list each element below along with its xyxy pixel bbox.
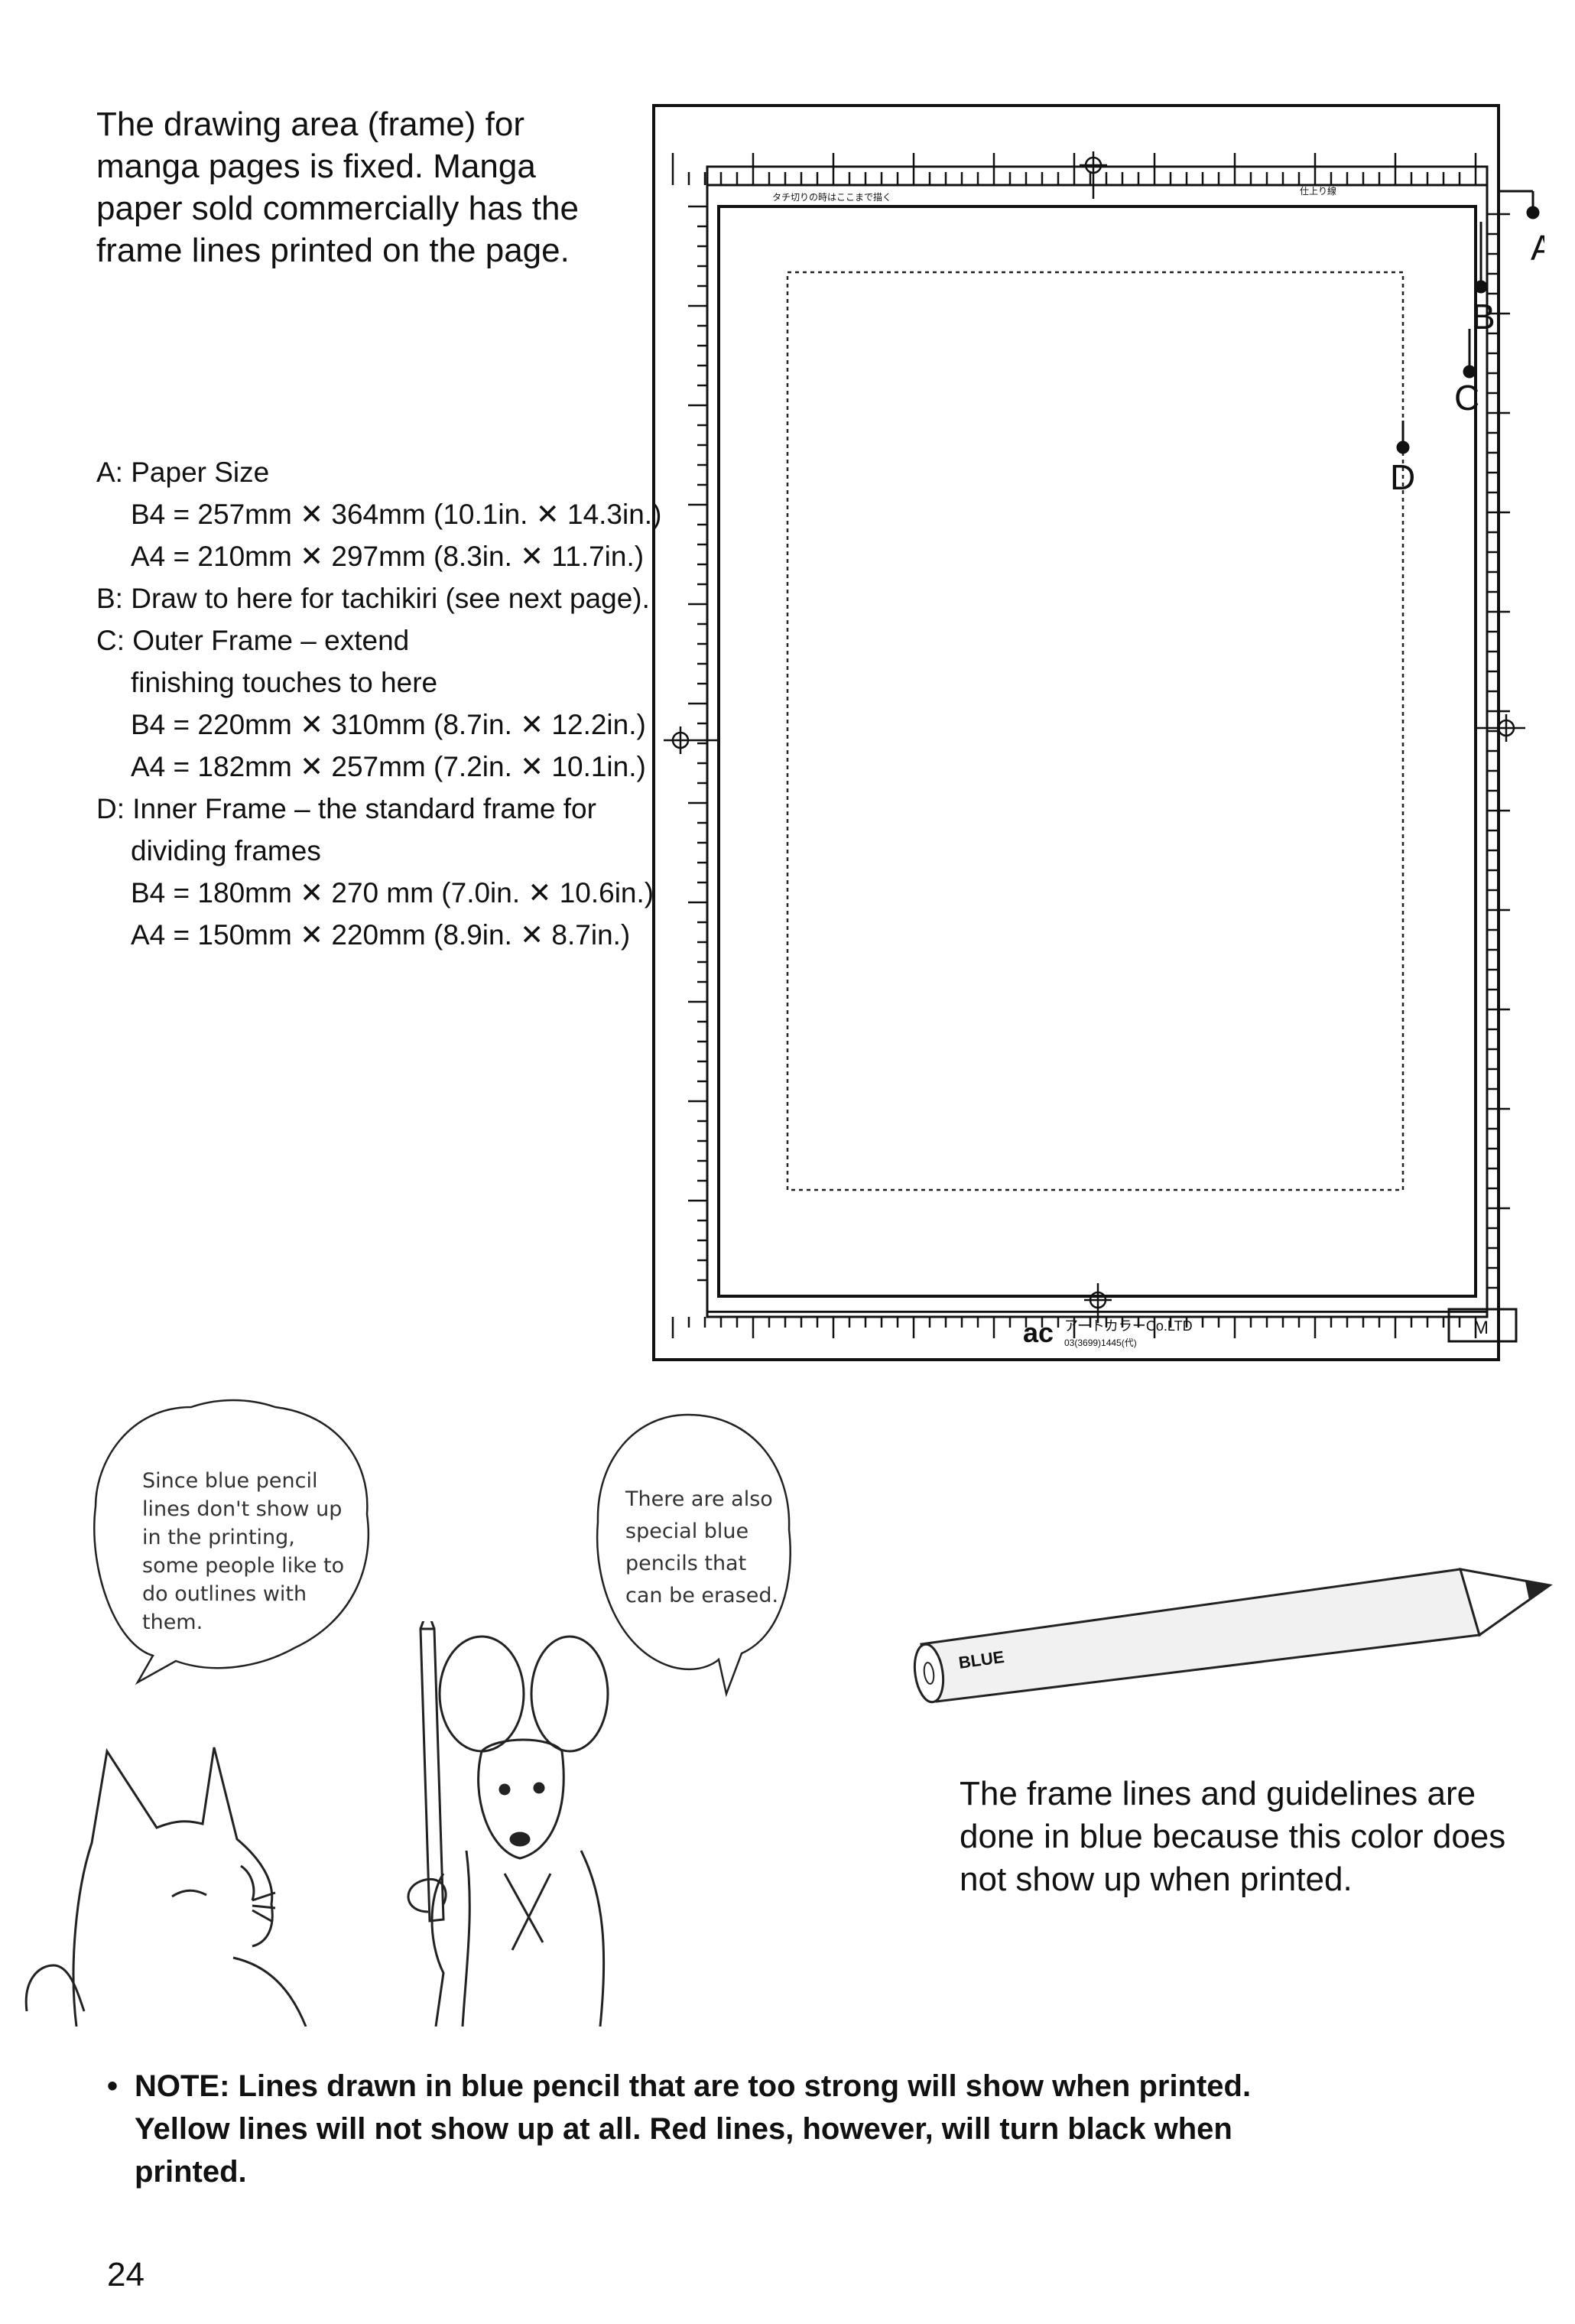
note-text: NOTE: Lines drawn in blue pencil that ar…	[135, 2069, 1252, 2189]
bubble-line: Since blue pencil	[142, 1469, 318, 1493]
trim-frame	[706, 165, 1489, 1313]
intro-line: The drawing area (frame) for	[96, 106, 524, 143]
pencil-end	[913, 1643, 945, 1704]
bubble-line: pencils that	[625, 1552, 747, 1575]
registration-mark-bottom	[1084, 1283, 1112, 1323]
size-mark-box	[1447, 1308, 1518, 1343]
legend-line: D: Inner Frame – the standard frame for	[96, 793, 596, 824]
legend-line: B4 = 180mm ✕ 270 mm (7.0in. ✕ 10.6in.)	[131, 877, 654, 908]
pencil-lead	[1525, 1581, 1550, 1600]
bubble-line: There are also	[625, 1487, 773, 1511]
manga-paper-diagram: A B C D タチ切りの時はここまで描く 仕上り線 ac アートカラーCo.L…	[652, 104, 1544, 1361]
speech-bubble-right	[596, 1413, 791, 1698]
size-mark: M	[1473, 1318, 1489, 1338]
registration-mark-right	[1476, 714, 1525, 742]
legend-line: B4 = 220mm ✕ 310mm (8.7in. ✕ 12.2in.)	[131, 709, 646, 740]
bubble-line: lines don't show up	[142, 1497, 343, 1521]
legend-line: C: Outer Frame – extend	[96, 625, 410, 656]
legend-line: A: Paper Size	[96, 457, 270, 488]
blue-pencil-illustration: BLUE	[913, 1568, 1553, 1704]
top-note-left: タチ切りの時はここまで描く	[772, 192, 891, 203]
outer-frame-c	[717, 205, 1477, 1298]
label-a: A	[1531, 228, 1544, 268]
bubble-line: do outlines with	[142, 1582, 307, 1606]
caption-line: done in blue because this color does	[960, 1818, 1506, 1855]
legend-line: A4 = 150mm ✕ 220mm (8.9in. ✕ 8.7in.)	[131, 919, 631, 951]
intro-line: manga pages is fixed. Manga	[96, 148, 536, 185]
ruler-ticks	[671, 153, 1510, 1338]
intro-line: frame lines printed on the page.	[96, 232, 570, 269]
legend-line: A4 = 182mm ✕ 257mm (7.2in. ✕ 10.1in.)	[131, 751, 646, 782]
speech-bubble-left-text: Since blue pencil lines don't show up in…	[142, 1467, 372, 1637]
blue-lines-caption: The frame lines and guidelines are done …	[960, 1773, 1541, 1901]
intro-paragraph: The drawing area (frame) for manga pages…	[96, 103, 586, 271]
bubble-line: special blue	[625, 1520, 749, 1543]
legend-line: B4 = 257mm ✕ 364mm (10.1in. ✕ 14.3in.)	[131, 499, 662, 530]
note-bullet: •	[107, 2069, 119, 2103]
bubble-line: can be erased.	[625, 1584, 779, 1607]
caption-line: not show up when printed.	[960, 1861, 1353, 1898]
maker-phone: 03(3699)1445(代)	[1064, 1338, 1137, 1348]
top-note-right: 仕上り線	[1300, 185, 1336, 197]
registration-mark-top	[1080, 151, 1107, 199]
legend-line: dividing frames	[131, 835, 321, 866]
speech-bubble-right-text: There are also special blue pencils that…	[625, 1484, 794, 1612]
label-c: C	[1454, 378, 1479, 418]
caption-line: The frame lines and guidelines are	[960, 1775, 1476, 1812]
page-number: 24	[107, 2256, 145, 2293]
label-pins	[1396, 190, 1540, 454]
legend-line: A4 = 210mm ✕ 297mm (8.3in. ✕ 11.7in.)	[131, 541, 645, 572]
inner-frame-d	[786, 271, 1405, 1191]
paper-edge	[652, 104, 1500, 1361]
bubble-line: some people like to	[142, 1554, 345, 1578]
pencil-body	[920, 1568, 1481, 1703]
bubble-line: in the printing,	[142, 1526, 295, 1549]
intro-line: paper sold commercially has the	[96, 190, 579, 227]
mouse-character-illustration	[407, 1621, 609, 2027]
legend-line: finishing touches to here	[131, 667, 438, 698]
legend-line: B: Draw to here for tachikiri (see next …	[96, 583, 650, 614]
label-d: D	[1390, 457, 1415, 497]
registration-mark-left	[664, 726, 719, 754]
label-b: B	[1472, 297, 1495, 336]
maker-name: アートカラーCo.LTD	[1064, 1318, 1193, 1334]
speech-bubble-left	[93, 1399, 370, 1685]
bubble-line: them.	[142, 1611, 203, 1634]
cat-character-illustration	[24, 1747, 307, 2027]
printing-note: • NOTE: Lines drawn in blue pencil that …	[107, 2065, 1330, 2193]
bleed-frame-b	[706, 184, 1489, 1318]
maker-logo: ac	[1023, 1317, 1054, 1348]
frame-size-legend: A: Paper Size B4 = 257mm ✕ 364mm (10.1in…	[96, 451, 677, 956]
